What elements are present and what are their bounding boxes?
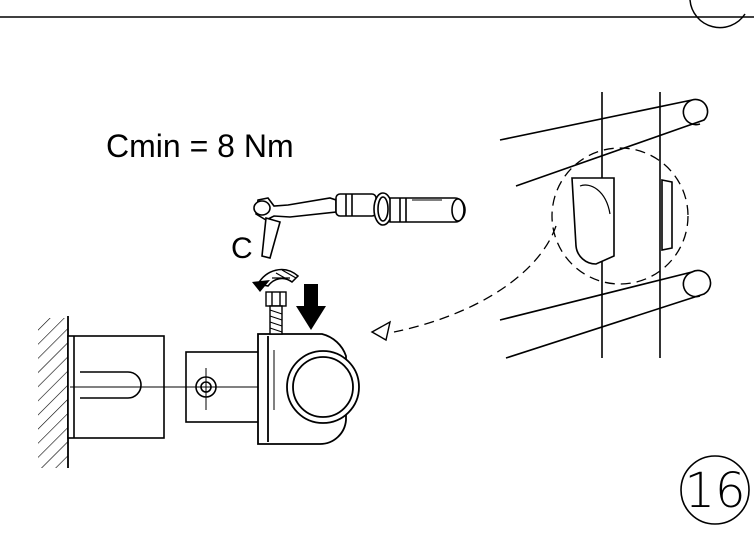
tool-marker-label: C (231, 232, 253, 265)
header-corner-circle (689, 0, 746, 29)
torque-spec-label: Cmin = 8 Nm (106, 128, 294, 164)
wall (38, 316, 69, 468)
rail-detail-view (499, 92, 712, 359)
rotation-arrow-icon (252, 268, 300, 292)
detail-leader-arrow (370, 225, 557, 342)
set-screw (265, 291, 287, 335)
clamp-body (257, 333, 360, 445)
step-number: 16 (684, 463, 746, 519)
torque-wrench (253, 192, 466, 259)
step-number-circle (680, 455, 750, 525)
press-arrow-icon (296, 284, 326, 330)
